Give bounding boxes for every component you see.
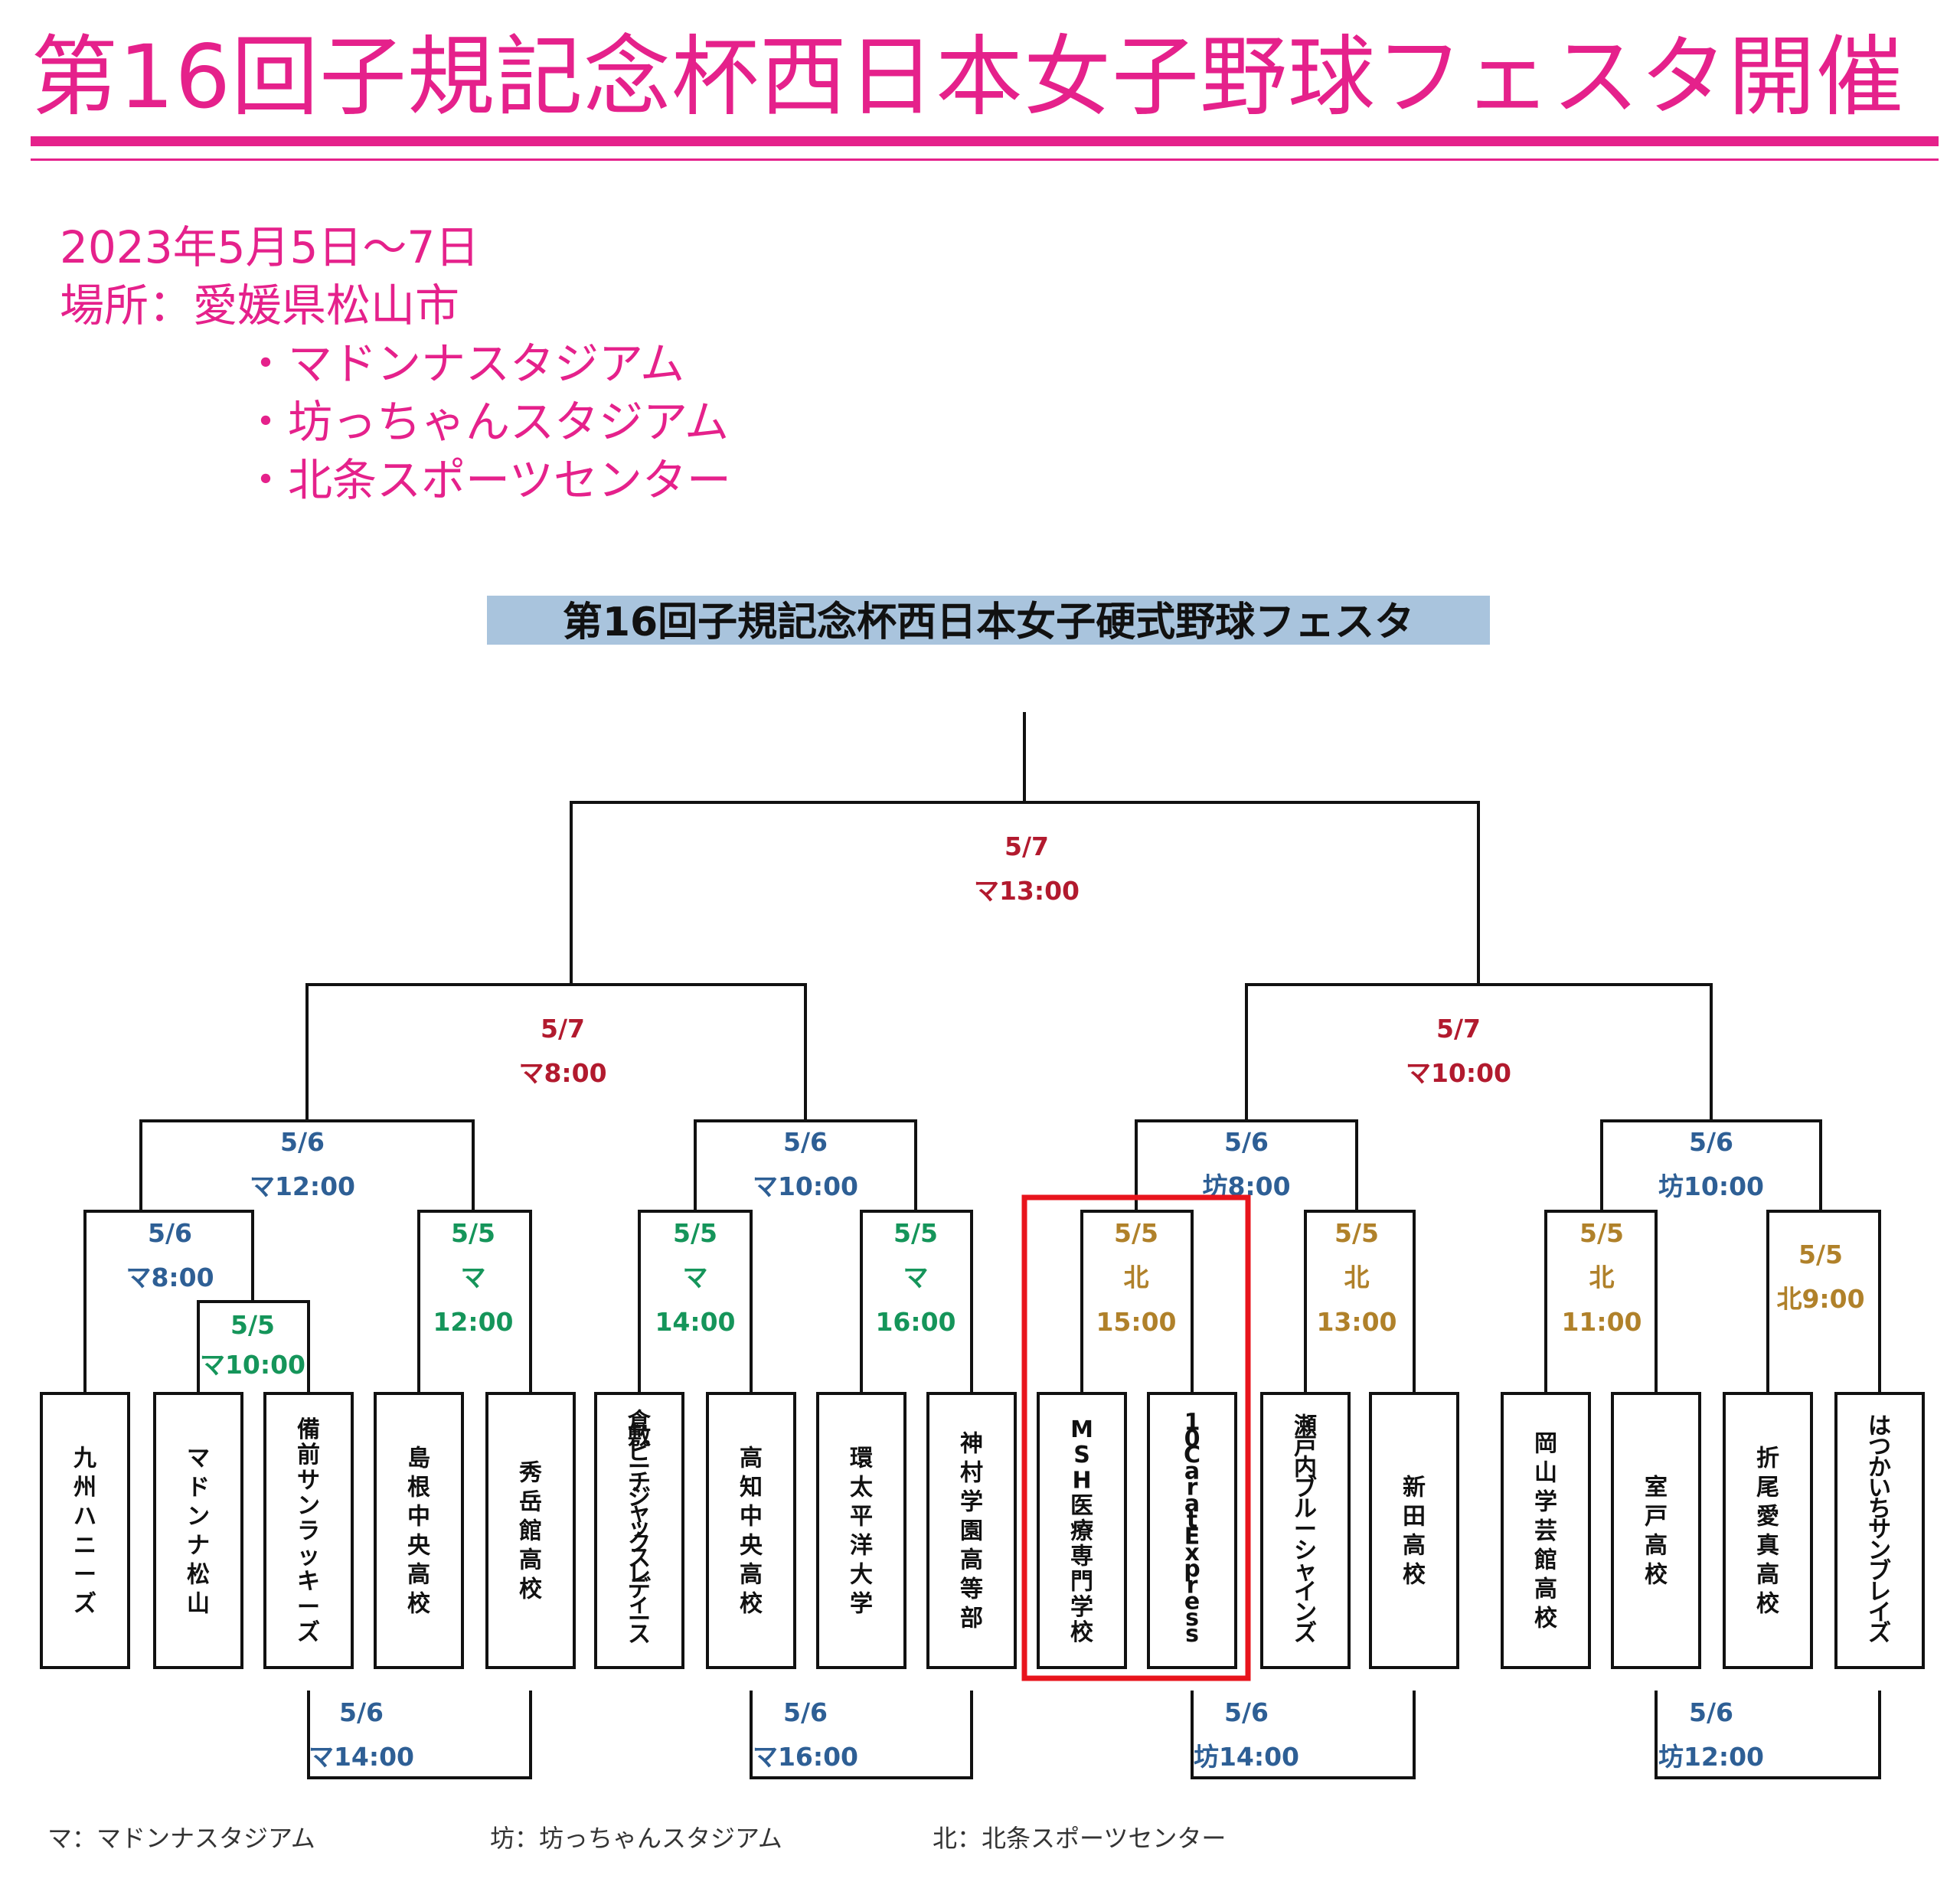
venue-botchan: ・坊っちゃんスタジアム (243, 396, 729, 448)
game-date: 5/6 (280, 1127, 325, 1157)
game-date: 5/6 (339, 1697, 384, 1727)
game-venue: マ (683, 1263, 708, 1292)
team-name: 岡山学芸館高校 (1534, 1431, 1557, 1632)
team-box (926, 1392, 1017, 1669)
game-date: 5/5 (673, 1218, 717, 1248)
bracket-title-bg (487, 596, 1490, 645)
venue-hojo: ・北条スポーツセンター (243, 454, 731, 506)
game-time: 16:00 (875, 1307, 956, 1337)
venue-madonna: ・マドンナスタジアム (243, 338, 684, 390)
team-name: マドンナ松山 (187, 1446, 210, 1618)
game-date: 5/7 (541, 1014, 585, 1044)
team-name: はつかいちサンブレイズ (1868, 1413, 1891, 1647)
game-date: 5/6 (1224, 1127, 1269, 1157)
team-box (1834, 1392, 1925, 1669)
bracket-title: 第16回子規記念杯西日本女子硬式野球フェスタ (563, 599, 1414, 645)
team-name: 環太平洋大学 (850, 1446, 874, 1618)
game-date: 5/5 (893, 1218, 938, 1248)
team-name: 九州ハニーズ (74, 1446, 96, 1618)
team-name: 室戸高校 (1645, 1475, 1668, 1589)
game-venue: マ (903, 1263, 929, 1292)
team-name: 瀬戸内ブルーシャインズ (1294, 1413, 1317, 1647)
team-box (594, 1392, 684, 1669)
game-date: 5/5 (1579, 1218, 1624, 1248)
team-name: 備前サンラッキーズ (297, 1416, 320, 1646)
team-box (374, 1392, 464, 1669)
game-time: 14:00 (655, 1307, 735, 1337)
game-date: 5/5 (1798, 1240, 1843, 1269)
legend-madonna: マ：マドンナスタジアム (47, 1824, 315, 1853)
team-name: 新田高校 (1403, 1475, 1426, 1589)
game-time: マ8:00 (518, 1058, 606, 1088)
game-time: 13:00 (1316, 1307, 1396, 1337)
game-time: 坊14:00 (1194, 1742, 1299, 1772)
title-rule (31, 136, 1939, 146)
game-time: マ14:00 (309, 1742, 414, 1772)
team-name: 折尾愛真高校 (1756, 1446, 1779, 1618)
event-date: 2023年5月5日〜7日 (60, 221, 480, 273)
page-title: 第16回子規記念杯西日本女子野球フェスタ開催 (31, 26, 1905, 128)
team-box (153, 1392, 243, 1669)
game-date: 5/6 (148, 1218, 192, 1248)
game-time: 11:00 (1561, 1307, 1642, 1337)
team-box (1501, 1392, 1591, 1669)
game-time: マ16:00 (753, 1742, 858, 1772)
team-box (1611, 1392, 1701, 1669)
team-boxes: 九州ハニーズ マドンナ松山 備前サンラッキーズ 島根中央高校 秀岳館高校 倉敷ピーチジャッ… (40, 1392, 1925, 1669)
team-box (816, 1392, 906, 1669)
game-date: 5/5 (1114, 1218, 1158, 1248)
team-box (1037, 1392, 1127, 1669)
game-time: マ13:00 (974, 876, 1080, 906)
team-box (485, 1392, 576, 1669)
team-box (263, 1392, 354, 1669)
game-time: マ10:00 (200, 1350, 305, 1380)
legend-hojo: 北：北条スポーツセンター (933, 1824, 1226, 1853)
game-time: マ8:00 (126, 1263, 214, 1292)
game-venue: マ (461, 1263, 486, 1292)
game-time: 12:00 (433, 1307, 513, 1337)
bracket-lines (83, 712, 1881, 1393)
game-date: 5/6 (783, 1127, 828, 1157)
game-venue: 北 (1344, 1263, 1370, 1292)
game-time: 坊10:00 (1658, 1171, 1764, 1201)
team-name: 島根中央高校 (407, 1446, 431, 1618)
team-name: 秀岳館高校 (518, 1460, 542, 1603)
team-box (706, 1392, 796, 1669)
game-time: マ10:00 (1406, 1058, 1511, 1088)
highlight-frame (1021, 1194, 1251, 1681)
game-date: 5/6 (783, 1697, 828, 1727)
event-place: 場所：愛媛県松山市 (60, 279, 460, 332)
game-time: 坊12:00 (1658, 1742, 1764, 1772)
game-date: 5/7 (1004, 831, 1049, 861)
title-rule-thin (31, 158, 1939, 161)
game-time: 15:00 (1096, 1307, 1176, 1337)
game-date: 5/6 (1689, 1697, 1733, 1727)
team-name: 倉敷ピーチジャックスレディース (627, 1408, 652, 1648)
game-venue: 北 (1589, 1263, 1615, 1292)
game-date: 5/7 (1436, 1014, 1481, 1044)
game-time: マ10:00 (753, 1171, 858, 1201)
game-date: 5/6 (1689, 1127, 1733, 1157)
game-time: マ12:00 (250, 1171, 355, 1201)
team-name: 高知中央高校 (740, 1446, 763, 1618)
team-name: 神村学園高等部 (960, 1431, 983, 1632)
team-box (1260, 1392, 1351, 1669)
team-box (1723, 1392, 1813, 1669)
team-box (1369, 1392, 1459, 1669)
game-date: 5/5 (230, 1310, 275, 1340)
team-box (1147, 1392, 1237, 1669)
game-time: 北9:00 (1776, 1284, 1864, 1314)
game-date: 5/5 (451, 1218, 495, 1248)
game-date: 5/5 (1334, 1218, 1379, 1248)
consolation-lines (307, 1691, 1881, 1779)
team-box (40, 1392, 130, 1669)
game-venue: 北 (1124, 1263, 1149, 1292)
game-date: 5/6 (1224, 1697, 1269, 1727)
legend-botchan: 坊：坊っちゃんスタジアム (490, 1824, 782, 1853)
